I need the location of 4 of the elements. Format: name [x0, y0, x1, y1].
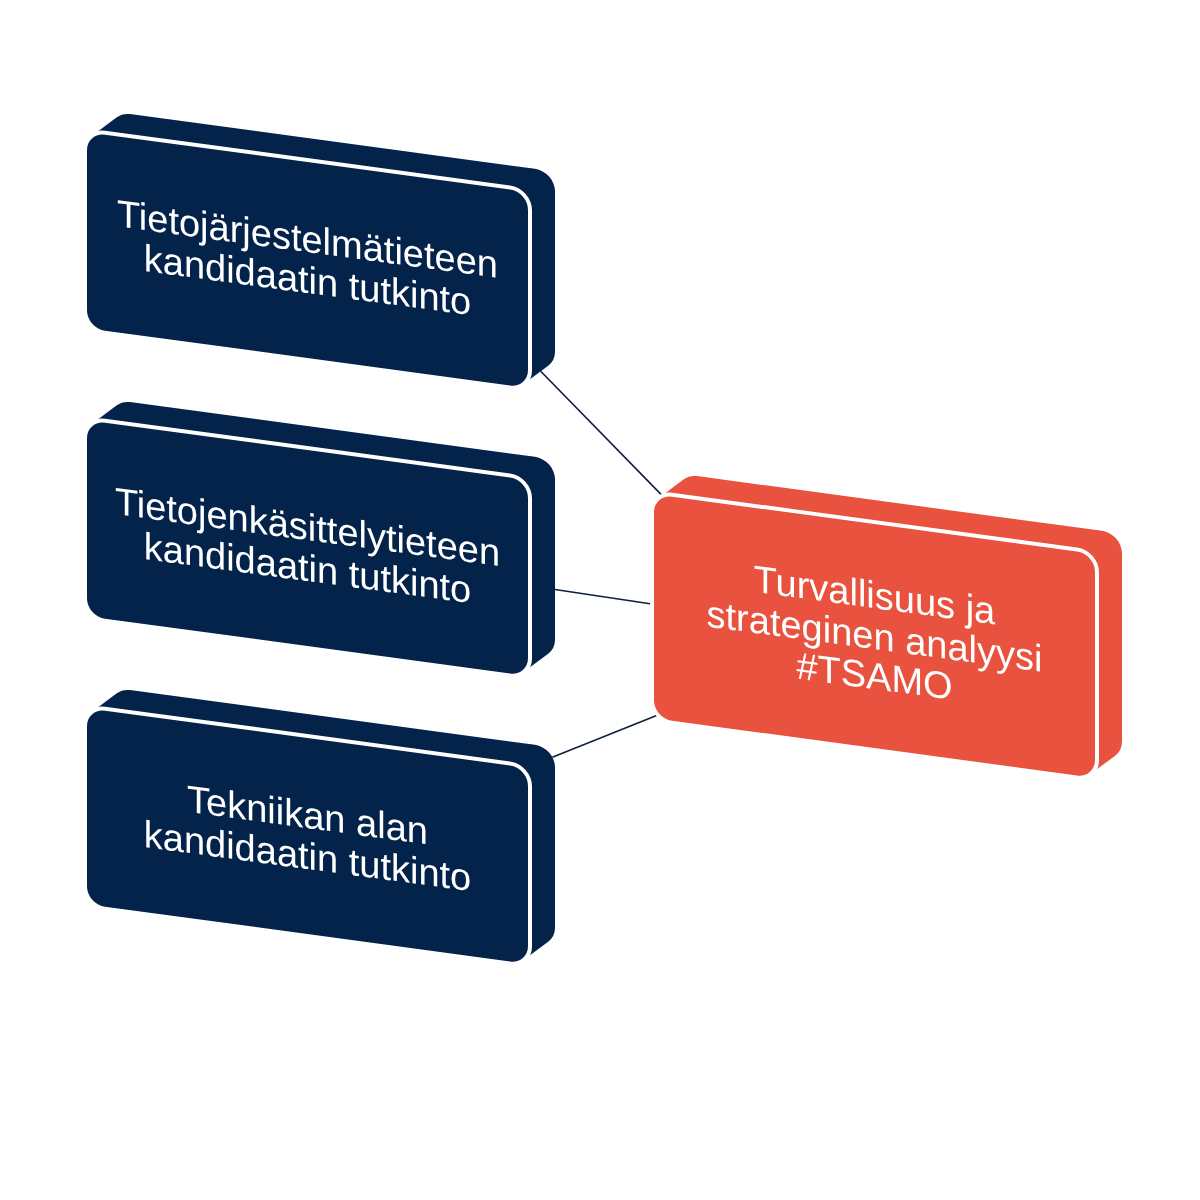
box-label: Tekniikan alan kandidaatin tutkinto	[142, 777, 473, 902]
connector-line	[551, 714, 659, 758]
box-label: Turvallisuus ja strateginen analyysi #TSAMO	[705, 556, 1044, 710]
connector-line	[554, 588, 651, 605]
